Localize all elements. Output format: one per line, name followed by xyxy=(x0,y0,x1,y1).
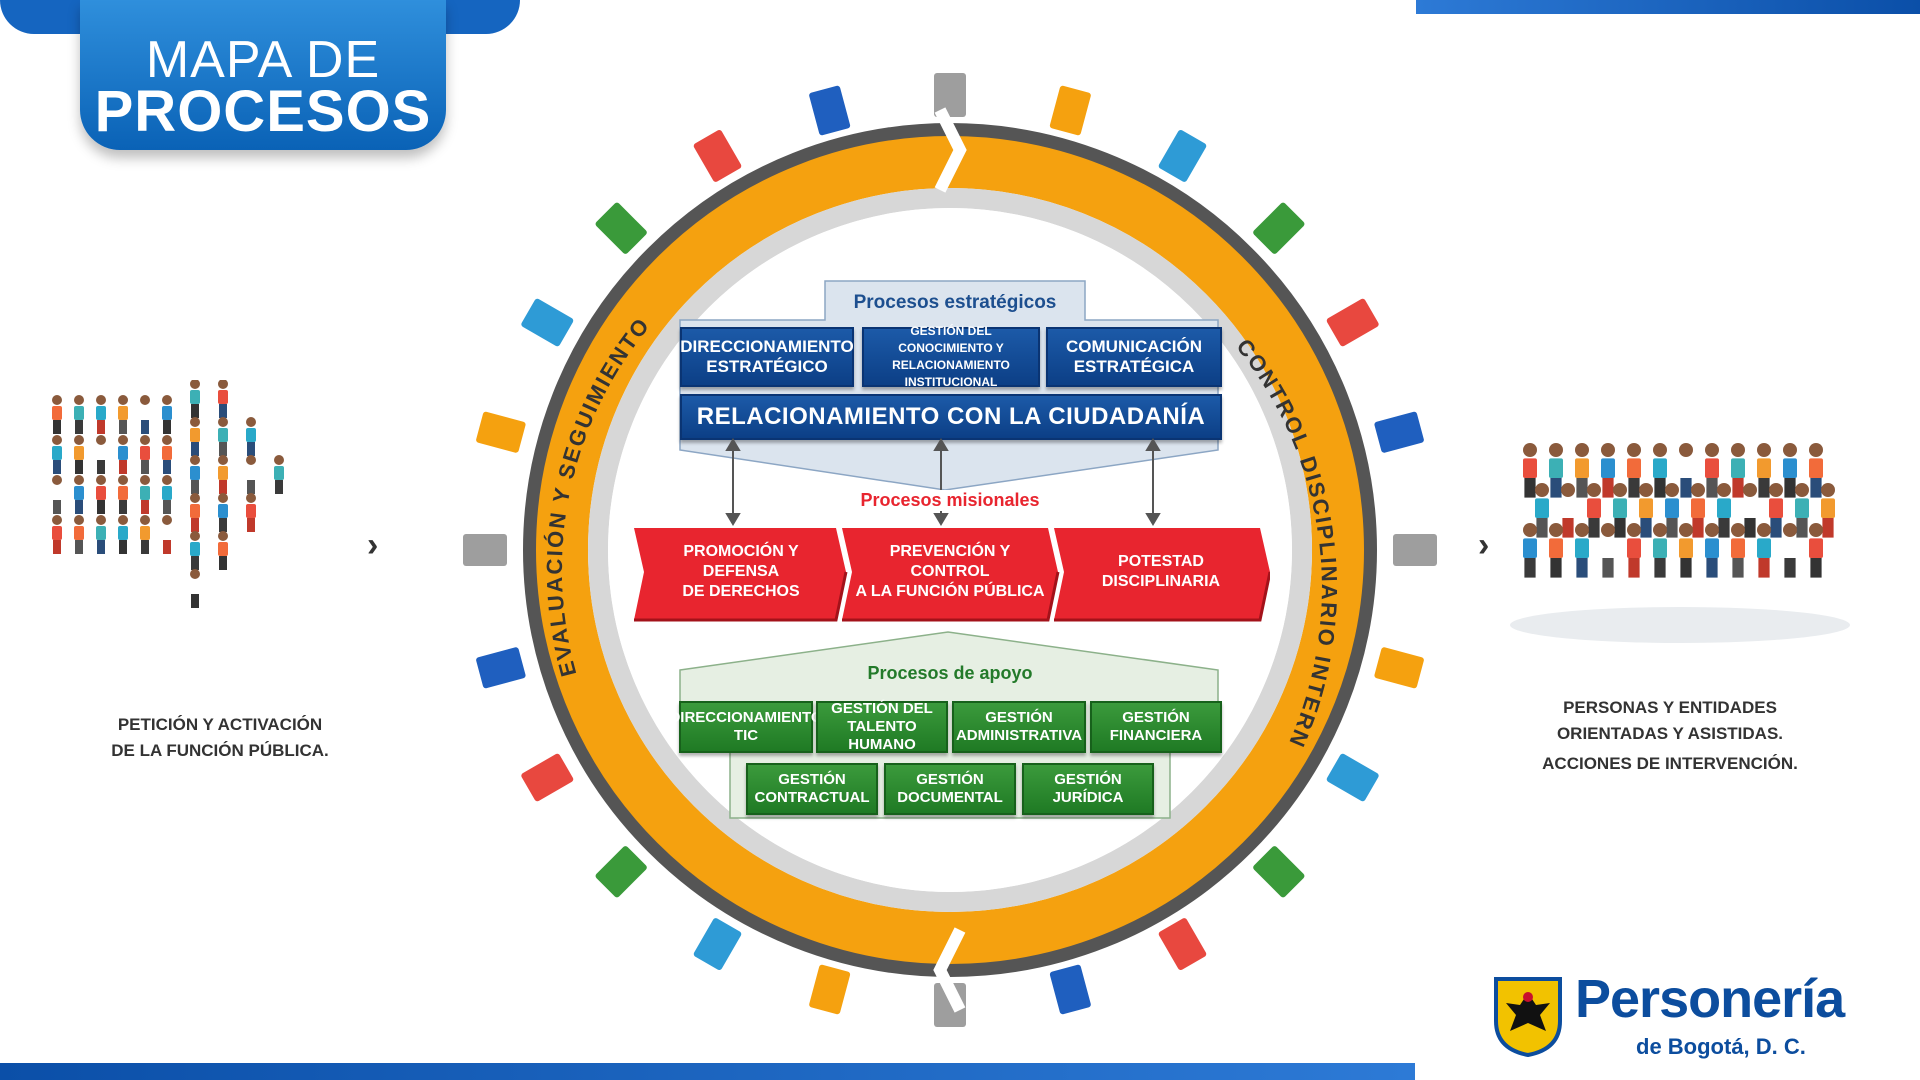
box-label-line1: PREVENCIÓN Y CONTROL xyxy=(889,543,1011,580)
title-banner: MAPA DE PROCESOS xyxy=(80,0,446,150)
box-label-line1: GESTIÓN DEL xyxy=(831,700,933,717)
box-label-line1: GESTIÓN DEL CONOCIMIENTO Y xyxy=(898,324,1004,355)
building-icon xyxy=(1326,753,1379,802)
box-label-line2: CONTRACTUAL xyxy=(754,789,870,806)
building-icon xyxy=(476,647,526,689)
box-label-line2: TIC xyxy=(733,727,759,744)
right-caption: PERSONAS Y ENTIDADES ORIENTADAS Y ASISTI… xyxy=(1505,695,1835,777)
ring-inner-border xyxy=(588,188,1312,912)
misionales-label: Procesos misionales xyxy=(820,490,1080,511)
left-caption: PETICIÓN Y ACTIVACIÓN DE LA FUNCIÓN PÚBL… xyxy=(70,712,370,764)
bottom-bar xyxy=(0,1063,1415,1080)
logo-name: Personería xyxy=(1575,969,1845,1029)
ring-arrow-top xyxy=(934,107,967,193)
right-caption-line-2: ORIENTADAS Y ASISTIDAS. xyxy=(1556,724,1784,743)
city-skyline-illustration xyxy=(463,73,1437,1027)
box-label-line1: GESTIÓN xyxy=(985,709,1053,726)
box-label-line1: POTESTAD DISCIPLINARIA xyxy=(1101,553,1221,590)
top-right-bar xyxy=(1416,0,1920,14)
building-icon xyxy=(595,846,647,898)
box-label-line1: GESTIÓN xyxy=(1122,709,1190,726)
box-label-line1: GESTIÓN xyxy=(1054,771,1122,788)
ring-arrow-bottom xyxy=(933,927,966,1013)
left-caption-line-1: PETICIÓN Y ACTIVACIÓN xyxy=(117,715,323,734)
right-caption-line-3: ACCIONES DE INTERVENCIÓN. xyxy=(1542,754,1798,773)
box-label-line2: DOCUMENTAL xyxy=(897,789,1003,806)
building-icon xyxy=(1049,964,1091,1015)
crowd-celebrating-illustration xyxy=(1510,443,1850,643)
building-icon xyxy=(1374,647,1424,689)
box-label-line2: DE DERECHOS xyxy=(682,583,800,600)
box-label-line1: GESTIÓN xyxy=(916,771,984,788)
box-label-line1: DIRECCIONAMIENTO xyxy=(680,337,854,356)
crowd-arrow-illustration xyxy=(52,380,284,608)
left-caption-line-2: DE LA FUNCIÓN PÚBLICA. xyxy=(111,741,329,760)
box-potestad-disciplinaria: POTESTAD DISCIPLINARIA xyxy=(1062,548,1260,596)
misionales-arrows xyxy=(634,528,1270,622)
box-label-line2: ADMINISTRATIVA xyxy=(955,727,1083,744)
box-label-line2: TALENTO HUMANO xyxy=(847,718,917,753)
building-icon xyxy=(476,411,526,453)
building-icon xyxy=(1253,846,1305,898)
box-label-line2: A LA FUNCIÓN PÚBLICA xyxy=(855,583,1045,600)
building-icon xyxy=(463,534,507,566)
box-prevencion-control: PREVENCIÓN Y CONTROL A LA FUNCIÓN PÚBLICA xyxy=(852,543,1048,600)
logo-subtitle: de Bogotá, D. C. xyxy=(1636,1034,1806,1059)
banner-fold-left xyxy=(0,0,95,34)
box-label-line1: PROMOCIÓN Y DEFENSA xyxy=(683,543,799,580)
building-icon xyxy=(521,298,574,347)
building-icon xyxy=(1326,298,1379,347)
right-caption-line-1: PERSONAS Y ENTIDADES xyxy=(1563,698,1777,717)
building-icon xyxy=(521,753,574,802)
box-label-line1: GESTIÓN xyxy=(778,771,846,788)
apoyo-label: Procesos de apoyo xyxy=(867,663,1033,683)
chevron-right-icon-2: › xyxy=(1478,526,1490,564)
box-relacionamiento-ciudadania: RELACIONAMIENTO CON LA CIUDADANÍA xyxy=(680,394,1222,440)
chevron-right-icon: › xyxy=(367,526,379,564)
building-icon xyxy=(809,85,851,136)
estrategicos-label: Procesos estratégicos xyxy=(853,292,1057,313)
building-icon xyxy=(595,202,647,254)
building-icon xyxy=(1158,130,1207,182)
box-label-line2: ESTRATÉGICO xyxy=(706,357,828,376)
building-icon xyxy=(1049,85,1091,136)
connector-arrows xyxy=(725,438,1161,526)
box-label-line1: DIRECCIONAMIENTO xyxy=(669,709,823,726)
bogota-shield-icon xyxy=(1494,977,1562,1057)
title-line-1: MAPA DE xyxy=(145,31,381,89)
building-icon xyxy=(809,964,851,1015)
box-label-line2: RELACIONAMIENTO INSTITUCIONAL xyxy=(892,358,1010,389)
box-promocion-defensa: PROMOCIÓN Y DEFENSA DE DERECHOS xyxy=(646,543,836,600)
building-icon xyxy=(1374,411,1424,453)
building-icon xyxy=(934,73,966,117)
title-line-2: PROCESOS xyxy=(94,79,432,144)
building-icon xyxy=(1158,918,1207,970)
building-icon xyxy=(693,130,742,182)
building-icon xyxy=(1253,202,1305,254)
box-label-line1: COMUNICACIÓN xyxy=(1066,337,1202,356)
box-label-line2: JURÍDICA xyxy=(1052,789,1124,806)
box-label-line2: ESTRATÉGICA xyxy=(1073,357,1195,376)
building-icon xyxy=(693,918,742,970)
box-label-line2: FINANCIERA xyxy=(1109,727,1203,744)
building-icon xyxy=(1393,534,1437,566)
